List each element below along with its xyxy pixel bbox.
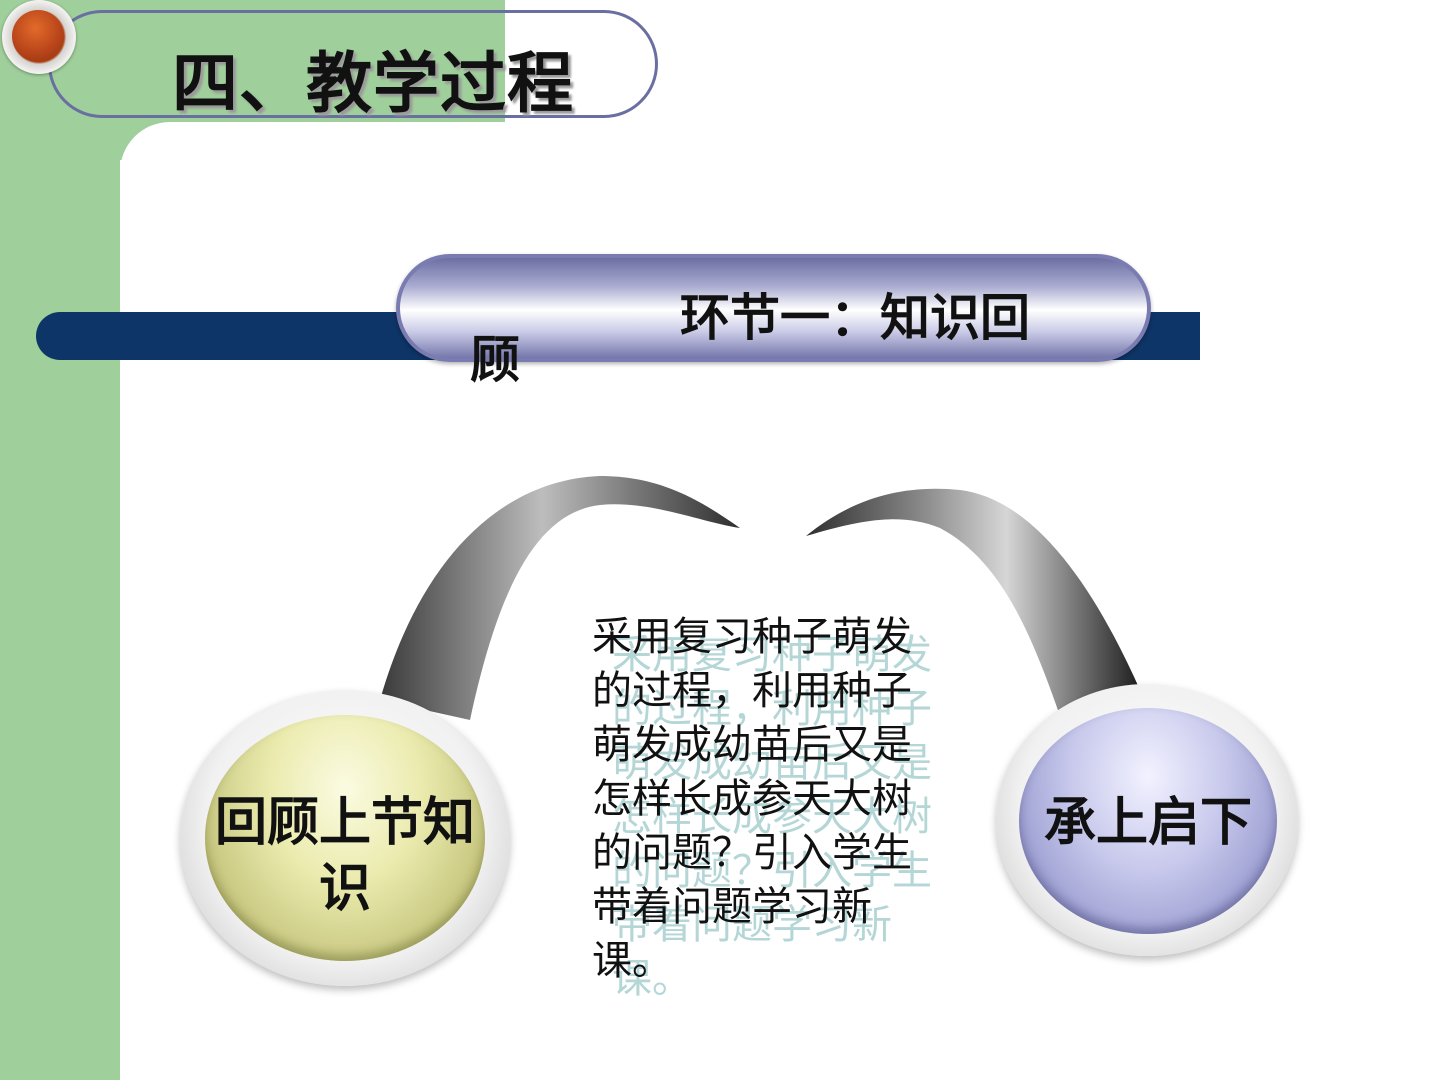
section-title-line1: 环节一：知识回 (680, 288, 1030, 347)
right-bubble-label: 承上启下 (1043, 792, 1252, 853)
left-connector-arc (380, 476, 740, 720)
right-connector-arc (806, 488, 1140, 716)
left-bubble-label: 回顾上节知识 (214, 792, 475, 919)
orange-orb-icon (2, 0, 76, 74)
section-pill (396, 254, 1151, 362)
description-shadow: 采用复习种子萌发的过程，利用种子萌发成幼苗后又是怎样长成参天大树的问题？引入学生… (612, 632, 932, 1002)
sidebar-green-band (0, 0, 120, 1080)
orb-core (12, 10, 64, 62)
section-title-line2: 顾 (470, 330, 520, 389)
right-bubble (1019, 708, 1277, 934)
left-bubble (205, 715, 485, 961)
page-title: 四、教学过程 (172, 44, 574, 122)
description-text: 采用复习种子萌发的过程，利用种子萌发成幼苗后又是怎样长成参天大树的问题？引入学生… (592, 614, 912, 984)
